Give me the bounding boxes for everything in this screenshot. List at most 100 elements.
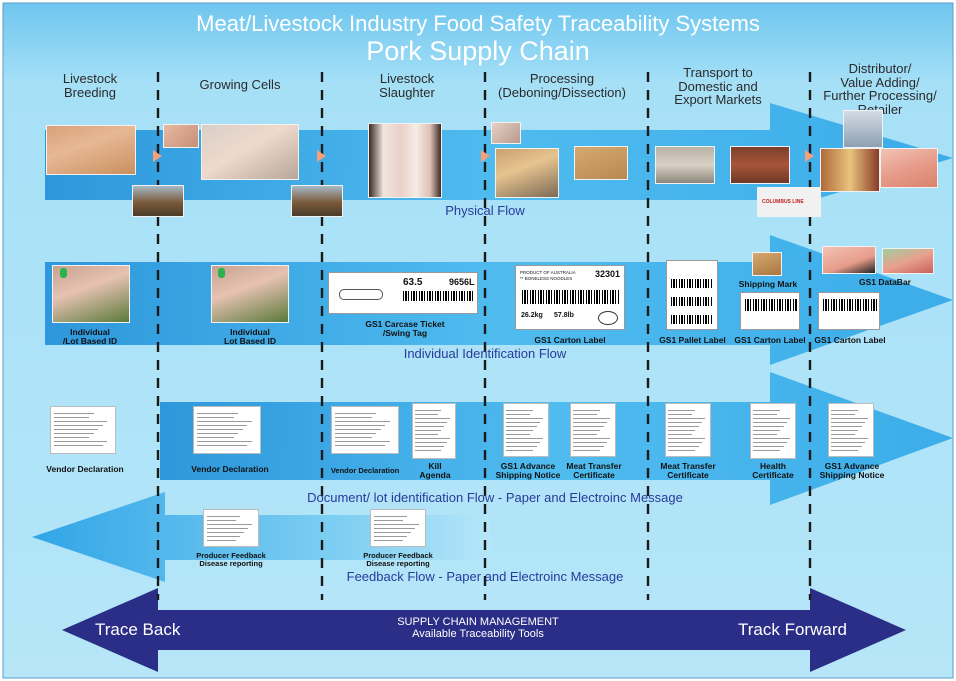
document-text-line xyxy=(506,426,537,427)
document-text-line xyxy=(54,437,90,438)
stage-dividers xyxy=(156,72,812,600)
document-text-line xyxy=(197,425,248,426)
transport-barcode xyxy=(745,299,797,311)
document-text-line xyxy=(335,441,391,442)
document-text-line xyxy=(831,434,856,435)
producer-feedback-doc-1 xyxy=(203,509,259,547)
document-text-line xyxy=(335,425,386,426)
document-text-line xyxy=(335,437,372,438)
document-text-line xyxy=(668,450,696,451)
caption-meat-transfer-1: Meat Transfer Certificate xyxy=(566,461,622,480)
caption-vendor-declaration-2: Vendor Declaration xyxy=(191,464,269,474)
caption-meat-transfer-2: Meat Transfer Certificate xyxy=(660,461,716,480)
caption-producer-feedback-1: Producer Feedback Disease reporting xyxy=(196,551,266,568)
document-text-line xyxy=(668,422,702,423)
deboning-photo-small xyxy=(491,122,521,144)
document-text-line xyxy=(573,442,607,443)
flow-label-physical: Physical Flow xyxy=(445,203,525,218)
subtitle: Pork Supply Chain xyxy=(366,36,590,66)
document-text-line xyxy=(197,413,239,414)
document-text-line xyxy=(831,422,865,423)
document-text-line xyxy=(335,433,377,434)
document-text-line xyxy=(415,430,442,431)
document-text-line xyxy=(506,434,531,435)
document-text-line xyxy=(753,446,784,447)
document-text-line xyxy=(668,446,699,447)
transfer-arrow-1 xyxy=(153,150,162,162)
document-text-line xyxy=(573,410,601,411)
transfer-arrow-2 xyxy=(317,150,326,162)
producer-feedback-doc-2 xyxy=(370,509,426,547)
document-text-line xyxy=(54,441,108,442)
document-text-line xyxy=(335,413,377,414)
pallet-barcode-2 xyxy=(671,297,713,306)
caption-vendor-declaration-3: Vendor Declaration xyxy=(330,466,400,475)
growing-pigs-photo xyxy=(201,124,299,180)
caption-carton-label-3: GS1 Carton Label xyxy=(814,335,886,345)
trace-back-label: Trace Back xyxy=(95,620,181,639)
cold-store-photo xyxy=(730,146,790,184)
scm-double-arrow xyxy=(62,588,906,672)
document-text-line xyxy=(206,532,244,533)
document-text-line xyxy=(197,445,248,446)
document-text-line xyxy=(373,516,408,517)
document-text-line xyxy=(506,414,531,415)
document-text-line xyxy=(197,441,253,442)
caption-databar: GS1 DataBar xyxy=(859,277,911,287)
supermarket-aisle-photo xyxy=(820,148,880,192)
document-text-line xyxy=(573,450,601,451)
document-text-line xyxy=(831,450,859,451)
carton-label-line1: PRODUCT OF AUSTRALIA xyxy=(520,270,576,275)
document-text-line xyxy=(54,413,94,414)
vendor-declaration-doc-2 xyxy=(193,406,261,454)
container-text: COLUMBUS LINE xyxy=(762,199,804,205)
caption-carcase-ticket: GS1 Carcase Ticket /Swing Tag xyxy=(365,319,445,338)
carcase-ticket: 63.5 9656L xyxy=(328,272,478,314)
document-text-line xyxy=(206,528,248,529)
document-text-line xyxy=(54,429,99,430)
caption-carton-label-1: GS1 Carton Label xyxy=(534,335,606,345)
caption-shipping-mark: Shipping Mark xyxy=(738,279,798,289)
kill-agenda-doc xyxy=(412,403,456,459)
carton-box-photo xyxy=(574,146,628,180)
caption-kill-agenda: Kill Agenda xyxy=(419,461,451,480)
document-text-line xyxy=(753,438,790,439)
document-text-line xyxy=(206,516,241,517)
document-text-line xyxy=(573,426,604,427)
document-text-line xyxy=(415,434,439,435)
document-text-line xyxy=(668,430,696,431)
carton-label-barcode xyxy=(522,290,620,304)
transfer-arrow-3 xyxy=(481,150,490,162)
carton-label-transport xyxy=(740,292,800,330)
feedback-flow-arrow xyxy=(32,492,490,582)
document-text-line xyxy=(415,446,445,447)
document-text-line xyxy=(831,438,868,439)
scm-subtitle: Available Traceability Tools xyxy=(412,628,544,640)
flow-label-feedback: Feedback Flow - Paper and Electroinc Mes… xyxy=(346,569,624,584)
document-text-line xyxy=(373,520,404,521)
document-text-line xyxy=(206,524,252,525)
vendor-declaration-doc-3 xyxy=(331,406,399,454)
carton-label-stamp xyxy=(598,311,618,325)
truck-photo-2 xyxy=(291,185,343,217)
document-text-line xyxy=(373,524,419,525)
document-text-line xyxy=(573,418,610,419)
pallet-label xyxy=(666,260,718,330)
document-text-line xyxy=(668,414,693,415)
shop-front-photo xyxy=(843,110,883,148)
document-text-line xyxy=(831,426,862,427)
document-text-line xyxy=(54,425,103,426)
caption-pallet-label: GS1 Pallet Label xyxy=(659,335,726,345)
carton-label-weight-lb: 57.8lb xyxy=(554,312,574,319)
document-text-line xyxy=(197,421,253,422)
document-text-line xyxy=(753,422,787,423)
document-text-line xyxy=(506,410,534,411)
meat-tray-photo xyxy=(880,148,938,188)
document-text-line xyxy=(415,410,442,411)
document-text-line xyxy=(206,536,241,537)
caption-health-certificate: Health Certificate xyxy=(752,461,794,480)
document-text-line xyxy=(373,536,408,537)
document-text-line xyxy=(206,540,237,541)
document-text-line xyxy=(54,445,103,446)
document-text-line xyxy=(335,429,381,430)
